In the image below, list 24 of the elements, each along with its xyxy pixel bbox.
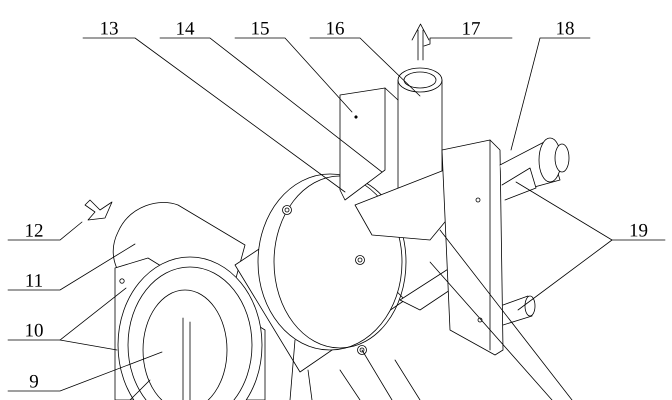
- callout-number: 16: [327, 22, 344, 35]
- leader-line: [60, 340, 118, 350]
- callout-number: 12: [26, 224, 42, 237]
- callout-number: 15: [252, 22, 269, 35]
- leader-line: [82, 38, 346, 192]
- leader-line: [8, 288, 126, 340]
- callout-number: 9: [30, 374, 38, 388]
- leader-line: [310, 38, 420, 96]
- leader-line: [516, 182, 666, 240]
- leader-line: [160, 38, 382, 172]
- leader-line: [424, 38, 512, 46]
- leader-line: [8, 244, 136, 290]
- leader-line: [518, 240, 612, 310]
- leader-line: [8, 222, 82, 240]
- callout-number: 11: [26, 274, 42, 287]
- callout-number: 14: [177, 22, 194, 35]
- callout-number: 13: [101, 22, 118, 35]
- callout-number: 17: [463, 22, 480, 35]
- callout-number: 10: [26, 324, 43, 337]
- callout-number: 19: [630, 224, 648, 237]
- leader-line: [8, 352, 162, 392]
- leader-line: [510, 38, 590, 150]
- leader-line: [234, 38, 352, 112]
- callout-number: 18: [557, 22, 574, 35]
